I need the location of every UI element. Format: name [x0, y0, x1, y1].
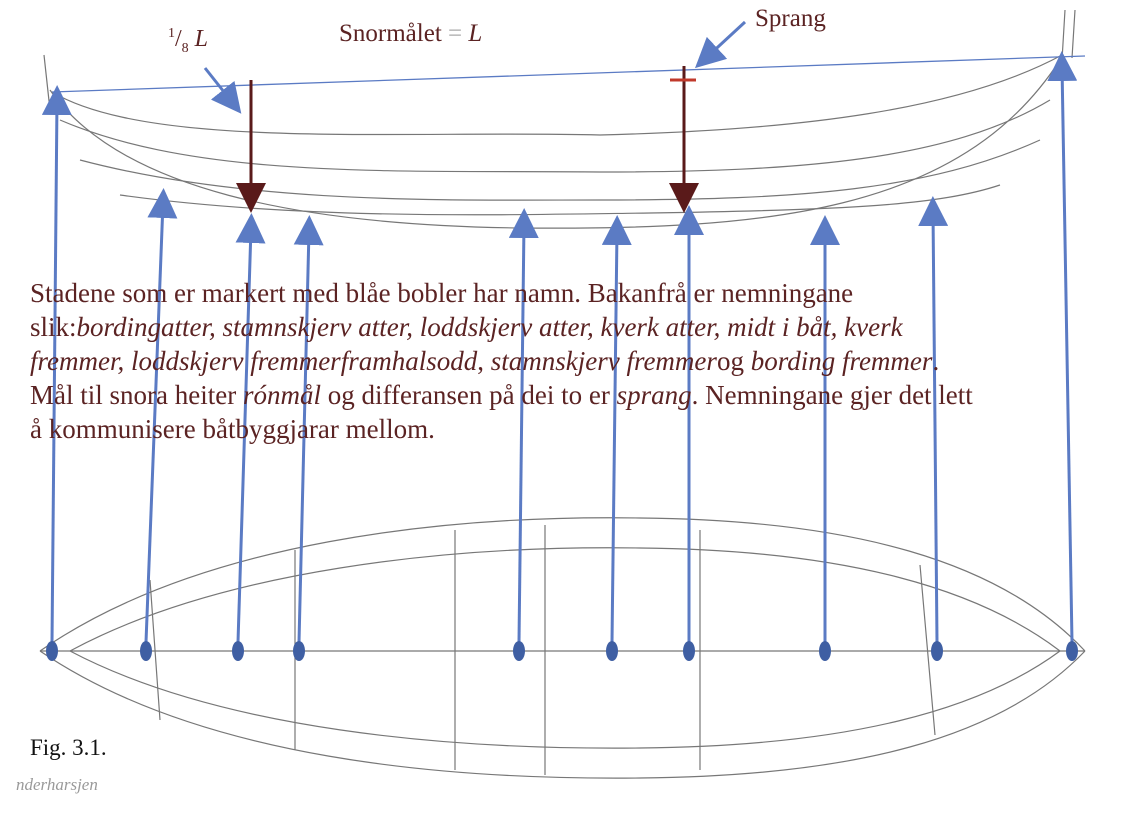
text-segment: å kommunisere båtbyggjarar mellom.: [30, 414, 435, 444]
paragraph-line: slik:bordingatter, stamnskjerv atter, lo…: [30, 310, 1120, 344]
paragraph-line: Stadene som er markert med blåe bobler h…: [30, 276, 1120, 310]
snormalet-variable: L: [468, 20, 483, 47]
eighth-L-label: 1/8 L: [168, 26, 209, 56]
term-italic: bordingatter, stamnskjerv atter, loddskj…: [76, 312, 903, 342]
term-italic: bording fremmer: [750, 346, 933, 376]
text-segment: ,: [477, 346, 491, 376]
text-segment: slik:: [30, 312, 77, 342]
sprang-label: Sprang: [755, 5, 826, 32]
term-italic: rónmål: [242, 380, 321, 410]
text-segment: og differansen på dei to er: [320, 380, 617, 410]
eighth-variable: L: [194, 26, 209, 52]
handwritten-note: nderharsjen: [16, 775, 98, 794]
station-bubble: [46, 641, 58, 661]
station-bubble: [293, 641, 305, 661]
term-italic: stamnskjerv fremmer: [490, 346, 717, 376]
paragraph-line: å kommunisere båtbyggjarar mellom.: [30, 412, 1120, 446]
station-bubble: [140, 641, 152, 661]
eighth-pointer-arrow: [203, 67, 242, 114]
figure-caption: Fig. 3.1.: [30, 735, 107, 760]
snor-line: [51, 55, 1086, 93]
text-segment: Stadene som er markert med blåe bobler h…: [30, 278, 854, 308]
text-segment: Mål til snora heiter: [30, 380, 243, 410]
station-arrow: [508, 208, 539, 643]
term-italic: fremmer, loddskjerv fremmer: [30, 346, 341, 376]
snormalet-label: Snormålet = L: [339, 20, 482, 48]
station-bubble: [683, 641, 695, 661]
snormalet-text: Snormålet: [339, 20, 442, 47]
boat-plan-view: [39, 517, 1086, 779]
term-italic: framhalsodd: [340, 346, 478, 376]
station-bubble: [931, 641, 943, 661]
station-arrow: [1047, 51, 1078, 643]
eighth-denominator: 8: [181, 40, 189, 56]
station-arrow: [235, 213, 266, 643]
description-paragraph: Stadene som er markert med blåe bobler h…: [30, 276, 1120, 446]
sprang-pointer-arrow: [694, 20, 747, 69]
station-bubble: [819, 641, 831, 661]
text-segment: og: [716, 346, 751, 376]
station-arrow: [293, 215, 324, 643]
station-bubble: [232, 641, 244, 661]
text-segment: . Nemningane gjer det lett: [691, 380, 973, 410]
paragraph-line: fremmer, loddskjerv fremmerframhalsodd, …: [30, 344, 1120, 378]
station-bubble: [606, 641, 618, 661]
paragraph-line: Mål til snora heiter rónmål og differans…: [30, 378, 1120, 412]
term-italic: sprang: [616, 380, 692, 410]
eighth-numerator: 1: [168, 26, 175, 41]
station-arrow: [601, 215, 632, 643]
text-segment: .: [932, 346, 940, 376]
station-arrow: [918, 196, 949, 643]
station-arrow: [41, 85, 72, 643]
station-bubble: [1066, 641, 1078, 661]
station-arrows: [41, 51, 1078, 661]
station-arrow: [144, 188, 178, 643]
snormalet-equals: =: [448, 20, 463, 47]
station-bubble: [513, 641, 525, 661]
